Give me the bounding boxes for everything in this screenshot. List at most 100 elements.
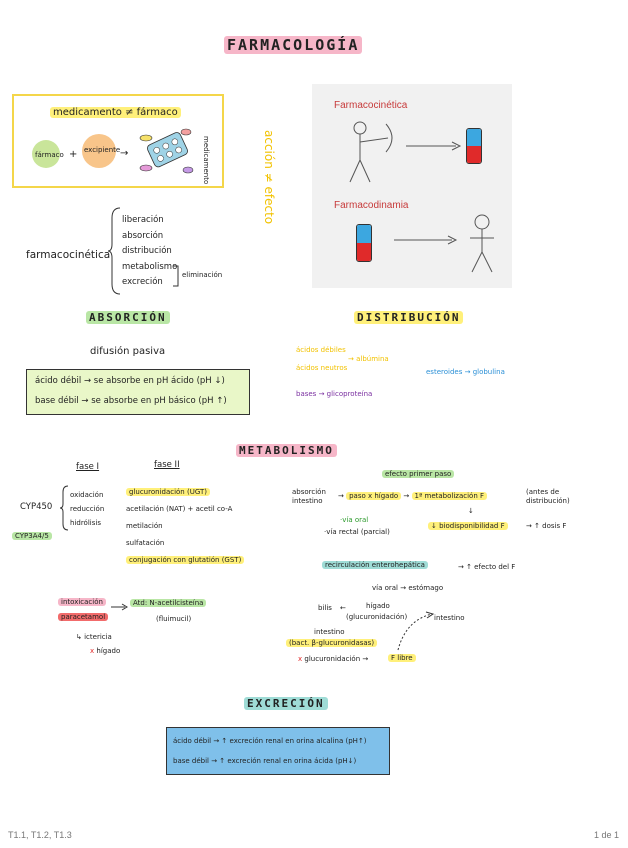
esteroides-row: esteroides → globulina [426, 368, 505, 376]
archer-figure-icon [349, 121, 393, 183]
brace-icon [108, 207, 121, 295]
bases: bases [296, 390, 317, 398]
excipiente-label: excipiente [84, 146, 121, 154]
efecto-primer-paso: efecto primer paso [382, 470, 455, 478]
footer-page-number: 1 de 1 [594, 830, 620, 840]
farmaco-label: fármaco [35, 151, 64, 159]
cyp450: CYP450 [20, 502, 53, 512]
paso-higado-row: → paso x hígado → 1ª metabolización F [338, 492, 488, 500]
reduccion: reducción [70, 505, 105, 513]
ictericia-row: ↳ ictericia [76, 633, 112, 641]
arrow-right-icon-2 [394, 235, 458, 245]
glucuronidacion-2: (glucuronidación) [346, 613, 408, 621]
absorcion-heading: ABSORCIÓN [86, 311, 170, 324]
higado-2: hígado [366, 602, 390, 610]
albumina-arrow: → albúmina [348, 355, 389, 363]
x-glucuronidacion: glucuronidación [304, 655, 361, 663]
glucuronidacion: glucuronidación (UGT) [126, 488, 211, 496]
fase1-items: oxidación reducción hidrólisis [70, 488, 104, 530]
paso-higado: paso x hígado [346, 492, 402, 500]
arrow-right-icon-3 [111, 603, 128, 611]
excrecion-line-acido: ácido débil → ↑ excreción renal en orina… [173, 737, 367, 745]
fase-2-label: fase II [154, 460, 180, 470]
excipiente-circle [82, 134, 116, 168]
item-distribucion: distribución [122, 246, 172, 256]
farmaco-circle [32, 140, 60, 168]
capsule-icon-1 [466, 128, 482, 164]
bilis: bilis [318, 604, 332, 612]
farmacocinetica-items: liberación absorción distribución metabo… [122, 213, 177, 291]
dosis-row: → ↑ dosis F [526, 522, 567, 530]
farmacocinetica-label: Farmacocinética [334, 100, 408, 111]
medicamento-label: medicamento [202, 136, 210, 185]
brace-icon-2 [60, 485, 69, 531]
footer-topics: T1.1, T1.2, T1.3 [8, 830, 72, 840]
esteroides: esteroides [426, 368, 463, 376]
dosis: ↑ dosis F [534, 522, 567, 530]
pills-icon [139, 128, 194, 174]
item-excrecion: excreción [122, 277, 163, 287]
globulina: globulina [472, 368, 505, 376]
absorcion-intestino: absorción intestino [292, 488, 326, 505]
item-liberacion: liberación [122, 215, 164, 225]
absorcion-box: ácido débil → se absorbe en pH ácido (pH… [26, 369, 250, 415]
eliminacion-label: eliminación [182, 271, 223, 279]
dashed-arrow-icon [397, 611, 435, 651]
antes-distribucion: (antes de distribución) [526, 488, 570, 505]
via-rectal: ·vía rectal (parcial) [324, 528, 390, 536]
acetilacion: acetilación (NAT) + acetil co-A [126, 505, 233, 513]
difusion-pasiva: difusión pasiva [90, 346, 166, 357]
bases-row: bases → glicoproteína [296, 390, 373, 398]
higado-row: x hígado [90, 647, 121, 655]
distribucion-heading: DISTRIBUCIÓN [354, 311, 464, 324]
bact-label: (bact. β-glucuronidasas) [286, 639, 378, 647]
arrow-left: ← [340, 604, 346, 612]
recirculacion-label: recirculación enterohepática [322, 561, 428, 569]
fluimucil: (fluimucil) [156, 615, 192, 623]
biodisponibilidad: ↓ biodisponibilidad F [428, 522, 508, 530]
via-oral: ·vía oral [340, 516, 369, 524]
absorcion-line-acido: ácido débil → se absorbe en pH ácido (pH… [35, 376, 225, 386]
item-metabolismo: metabolismo [122, 261, 178, 272]
medicamento-box: medicamento ≠ fármaco fármaco + excipien… [12, 94, 224, 188]
glicoproteina: glicoproteína [326, 390, 373, 398]
intestino-1: intestino [434, 614, 465, 622]
excrecion-heading: EXCRECIÓN [244, 697, 328, 710]
f-libre: F libre [388, 654, 416, 662]
farmacodinamia-label: Farmacodinamia [334, 200, 409, 211]
fase-1-label: fase I [76, 462, 100, 472]
metabolismo-heading: METABOLISMO [236, 444, 337, 457]
oxidacion: oxidación [70, 491, 104, 499]
intoxicacion-label: intoxicación [58, 598, 106, 606]
metilacion: metilación [126, 522, 163, 530]
fase2-items: glucuronidación (UGT) acetilación (NAT) … [126, 484, 245, 569]
x-glucuro-row: x glucuronidación → [298, 655, 369, 663]
excrecion-box: ácido débil → ↑ excreción renal en orina… [166, 727, 390, 775]
cyp3a4: CYP3A4/5 [12, 532, 52, 540]
bracket-icon [173, 265, 179, 287]
excrecion-line-base: base débil → ↑ excreción renal en orina … [173, 757, 357, 765]
sulfatacion: sulfatación [126, 539, 165, 547]
accion-efecto-note: acción ≠ efecto [262, 130, 276, 225]
hidrolisis: hidrólisis [70, 519, 101, 527]
efecto-f-row: → ↑ efecto del F [458, 563, 516, 571]
albumina: albúmina [356, 355, 389, 363]
arrow-right-icon [406, 141, 462, 151]
farmacocinetica-list-label: farmacocinética [26, 249, 111, 261]
person-figure-icon [470, 214, 494, 273]
ictericia: ictericia [84, 633, 112, 641]
absorcion-line-base: base débil → se absorbe en pH básico (pH… [35, 396, 227, 406]
item-absorcion: absorción [122, 230, 164, 241]
medicamento-header: medicamento ≠ fármaco [50, 107, 181, 118]
pk-pd-illustration: Farmacocinética Farmacodinamia [312, 84, 512, 288]
primer-metabolizacion: 1ª metabolización F [411, 492, 488, 500]
capsule-icon-2 [356, 224, 372, 262]
acidos-debiles: ácidos débiles [296, 346, 346, 354]
acidos-neutros: ácidos neutros [296, 364, 348, 372]
down-arrow: ↓ [468, 507, 474, 515]
via-oral-2: vía oral [372, 584, 398, 592]
paracetamol-label: paracetamol [58, 613, 109, 621]
via-oral-row: vía oral → estómago [372, 584, 444, 592]
intestino-2: intestino [314, 628, 345, 636]
plus-sign: + [69, 149, 78, 160]
